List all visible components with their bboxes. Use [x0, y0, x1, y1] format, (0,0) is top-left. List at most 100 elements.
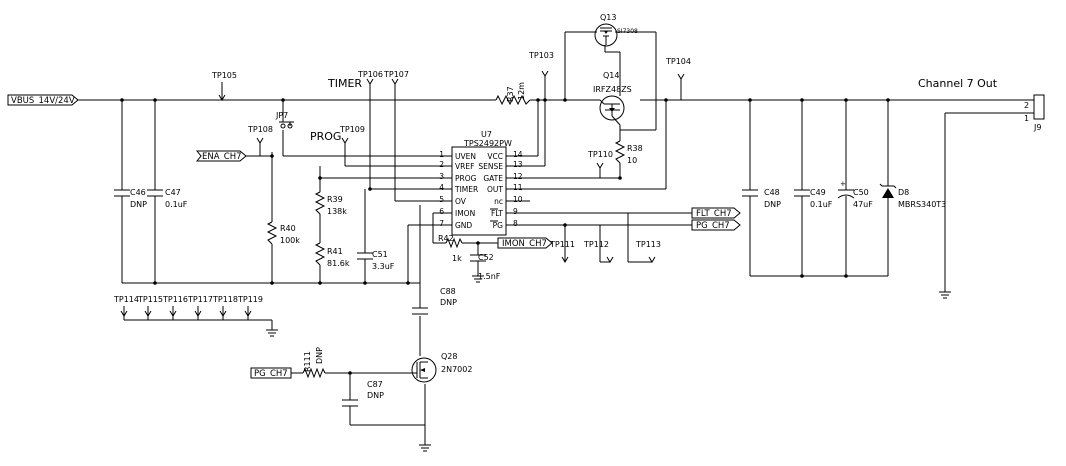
net-flag-flt: FLT_CH7	[691, 207, 741, 219]
u7-pin-number: 7	[439, 219, 444, 228]
tp112-label: TP112	[583, 240, 609, 249]
c47-ref: C47	[165, 188, 181, 197]
schottky-diode-d8	[879, 183, 897, 198]
c49-value: 0.1uF	[810, 200, 833, 209]
u7-pin-number: 13	[513, 160, 523, 169]
u7-pin-number: 4	[439, 183, 444, 192]
net-label-pg-out: PG_CH7	[696, 221, 730, 231]
capacitor-c52	[470, 254, 486, 262]
r40-value: 100k	[280, 236, 300, 245]
net-flag-pg-out: PG_CH7	[691, 219, 741, 231]
c50-ref: C50	[853, 188, 869, 197]
mosfet-q13	[594, 23, 618, 47]
resistor-r40	[266, 221, 278, 245]
capacitor-c50: +	[837, 180, 855, 199]
j9-pin2: 2	[1024, 101, 1029, 110]
r39-ref: R39	[327, 195, 343, 204]
j9-pin1: 1	[1024, 114, 1029, 123]
ic-u7	[448, 146, 510, 236]
u7-pin-name: OUT	[487, 185, 503, 194]
labels: TIMER PROG Channel 7 Out TP105 TP103 TP1…	[113, 13, 1041, 400]
r39-value: 138k	[327, 207, 347, 216]
tp105-label: TP105	[211, 71, 237, 80]
capacitor-c47	[147, 189, 163, 197]
mosfet-q28	[411, 357, 437, 383]
r37-value: 12m	[517, 82, 526, 100]
c50-value: 47uF	[853, 200, 873, 209]
r37-ref: R37	[506, 86, 515, 102]
tp115-label: TP115	[137, 295, 163, 304]
tp110-label: TP110	[587, 150, 613, 159]
capacitor-c87	[342, 399, 358, 407]
u7-pin-name: VCC	[487, 152, 503, 161]
resistor-r37	[495, 94, 531, 106]
q14-part: IRFZ48ZS	[593, 85, 632, 94]
tp113-label: TP113	[635, 240, 661, 249]
timer-label: TIMER	[327, 77, 362, 90]
c49-ref: C49	[810, 188, 826, 197]
tp114-label: TP114	[113, 295, 139, 304]
capacitor-c46	[114, 189, 130, 197]
resistor-r42	[445, 237, 463, 249]
r42-value: 1k	[452, 254, 462, 263]
resistor-r41	[314, 242, 326, 266]
u7-part: TPS2492PW	[463, 139, 512, 148]
channel-out-label: Channel 7 Out	[918, 77, 998, 90]
net-label-pg-in: PG_CH7	[254, 369, 288, 379]
q14-ref: Q14	[603, 71, 619, 80]
net-label-vbus: VBUS_14V/24V	[11, 96, 75, 106]
u7-pin-name: SENSE	[478, 162, 503, 171]
c87-value: DNP	[367, 391, 384, 400]
u7-pin-number: 1	[439, 150, 444, 159]
capacitor-c49	[794, 189, 810, 197]
tp118-label: TP118	[212, 295, 238, 304]
tp117-label: TP117	[187, 295, 213, 304]
ground-icon	[419, 444, 431, 452]
c88-ref: C88	[440, 287, 456, 296]
c46-ref: C46	[130, 188, 146, 197]
u7-pin-number: 8	[513, 219, 518, 228]
ground-icon	[266, 329, 278, 337]
tp119-label: TP119	[237, 295, 263, 304]
r111-value: DNP	[315, 347, 324, 364]
r38-value: 10	[627, 156, 637, 165]
resistor-r39	[314, 191, 326, 215]
capacitor-c48	[742, 189, 758, 197]
u7-pin-name: FLT	[491, 209, 503, 218]
u7-pin-number: 14	[513, 150, 523, 159]
prog-label: PROG	[310, 130, 341, 143]
r111-ref: R111	[303, 351, 312, 372]
c51-value: 3.3uF	[372, 262, 395, 271]
r41-value: 81.6k	[327, 259, 350, 268]
u7-pin-number: 6	[439, 207, 444, 216]
jumper-jp7	[279, 121, 294, 129]
net-label-ena: ENA_CH7	[202, 152, 242, 162]
c87-ref: C87	[367, 380, 383, 389]
u7-pin-number: 5	[439, 195, 444, 204]
u7-pin-number: 3	[439, 172, 444, 181]
tp108-label: TP108	[247, 125, 273, 134]
c48-ref: C48	[764, 188, 780, 197]
connector-j9	[1024, 94, 1045, 120]
u7-pin-name: IMON	[455, 209, 475, 218]
c51-ref: C51	[372, 250, 388, 259]
ground-symbols	[266, 272, 951, 452]
u7-pin-name: VREF	[455, 162, 474, 171]
c47-value: 0.1uF	[165, 200, 188, 209]
d8-ref: D8	[898, 188, 909, 197]
c52-ref: C52	[478, 253, 494, 262]
net-flag-imon: IMON_CH7	[497, 237, 553, 249]
u7-pin-name: PG	[493, 221, 504, 230]
resistor-r111	[302, 367, 326, 379]
u7-pin-name: TIMER	[454, 185, 478, 194]
u7-pin-number: 10	[513, 195, 523, 204]
u7-pin-number: 2	[439, 160, 444, 169]
q13-ref: Q13	[600, 13, 616, 22]
r38-ref: R38	[627, 144, 643, 153]
ground-icon	[939, 291, 951, 299]
tp106-label: TP106	[357, 70, 383, 79]
net-flag-ena: ENA_CH7	[195, 150, 247, 162]
capacitor-c88	[412, 307, 428, 315]
r40-ref: R40	[280, 224, 296, 233]
